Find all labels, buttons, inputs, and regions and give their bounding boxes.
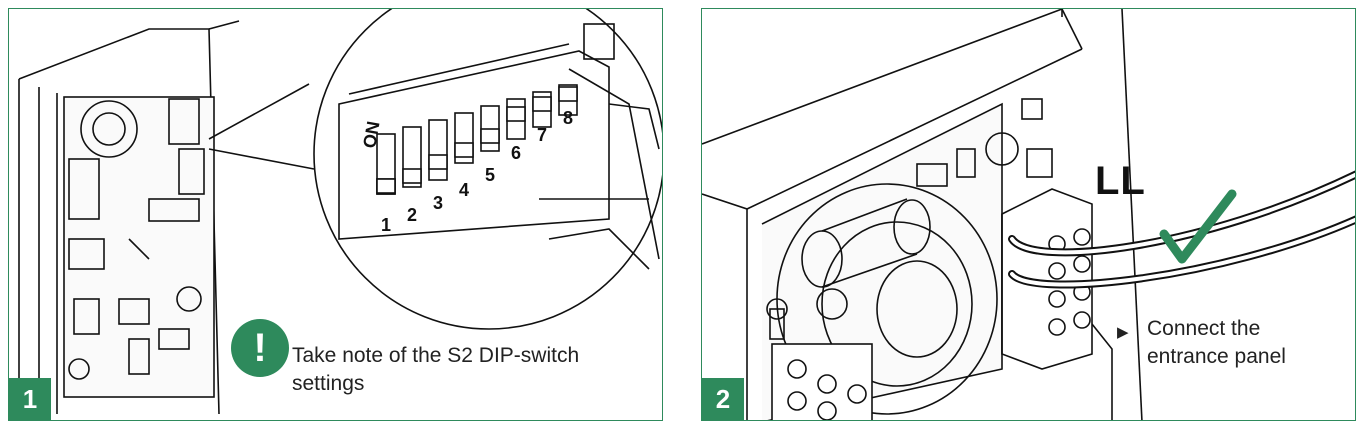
dip-number: 6 bbox=[511, 143, 521, 163]
dip-number: 8 bbox=[563, 108, 573, 128]
step-2-note: ▶ Connect the entrance panel bbox=[1117, 315, 1286, 371]
check-icon bbox=[1159, 189, 1237, 264]
dip-number: 1 bbox=[381, 215, 391, 235]
step-2-panel: LL ▶ Connect the entrance panel 2 bbox=[701, 8, 1356, 421]
dip-number: 2 bbox=[407, 205, 417, 225]
note-line: Take note of the S2 DIP-switch bbox=[292, 344, 580, 367]
step-number-badge: 1 bbox=[9, 378, 51, 420]
bullet-arrow-icon: ▶ bbox=[1117, 324, 1129, 341]
dip-switch-toggles bbox=[376, 84, 578, 195]
dip-number: 3 bbox=[433, 193, 443, 213]
wire-label: LL bbox=[1095, 159, 1146, 203]
warning-icon: ! bbox=[231, 319, 289, 377]
note-line: Connect the bbox=[1147, 317, 1261, 340]
dip-number: 5 bbox=[485, 165, 495, 185]
dip-on-label: ON bbox=[359, 120, 383, 150]
step-1-note: Take note of the S2 DIP-switch settings bbox=[292, 342, 652, 398]
dip-switch-numbers: 1 2 3 4 5 6 7 8 bbox=[381, 108, 573, 235]
step-number-badge: 2 bbox=[702, 378, 744, 420]
step-1-panel: ON 1 2 3 4 5 6 7 8 ! Take note of the S2… bbox=[8, 8, 663, 421]
note-line: entrance panel bbox=[1147, 345, 1286, 368]
dip-switch-illustration: ON 1 2 3 4 5 6 7 8 bbox=[18, 9, 662, 415]
dip-number: 7 bbox=[537, 125, 547, 145]
wiring-illustration bbox=[702, 9, 1355, 420]
dip-number: 4 bbox=[459, 180, 469, 200]
note-line: settings bbox=[292, 372, 365, 395]
